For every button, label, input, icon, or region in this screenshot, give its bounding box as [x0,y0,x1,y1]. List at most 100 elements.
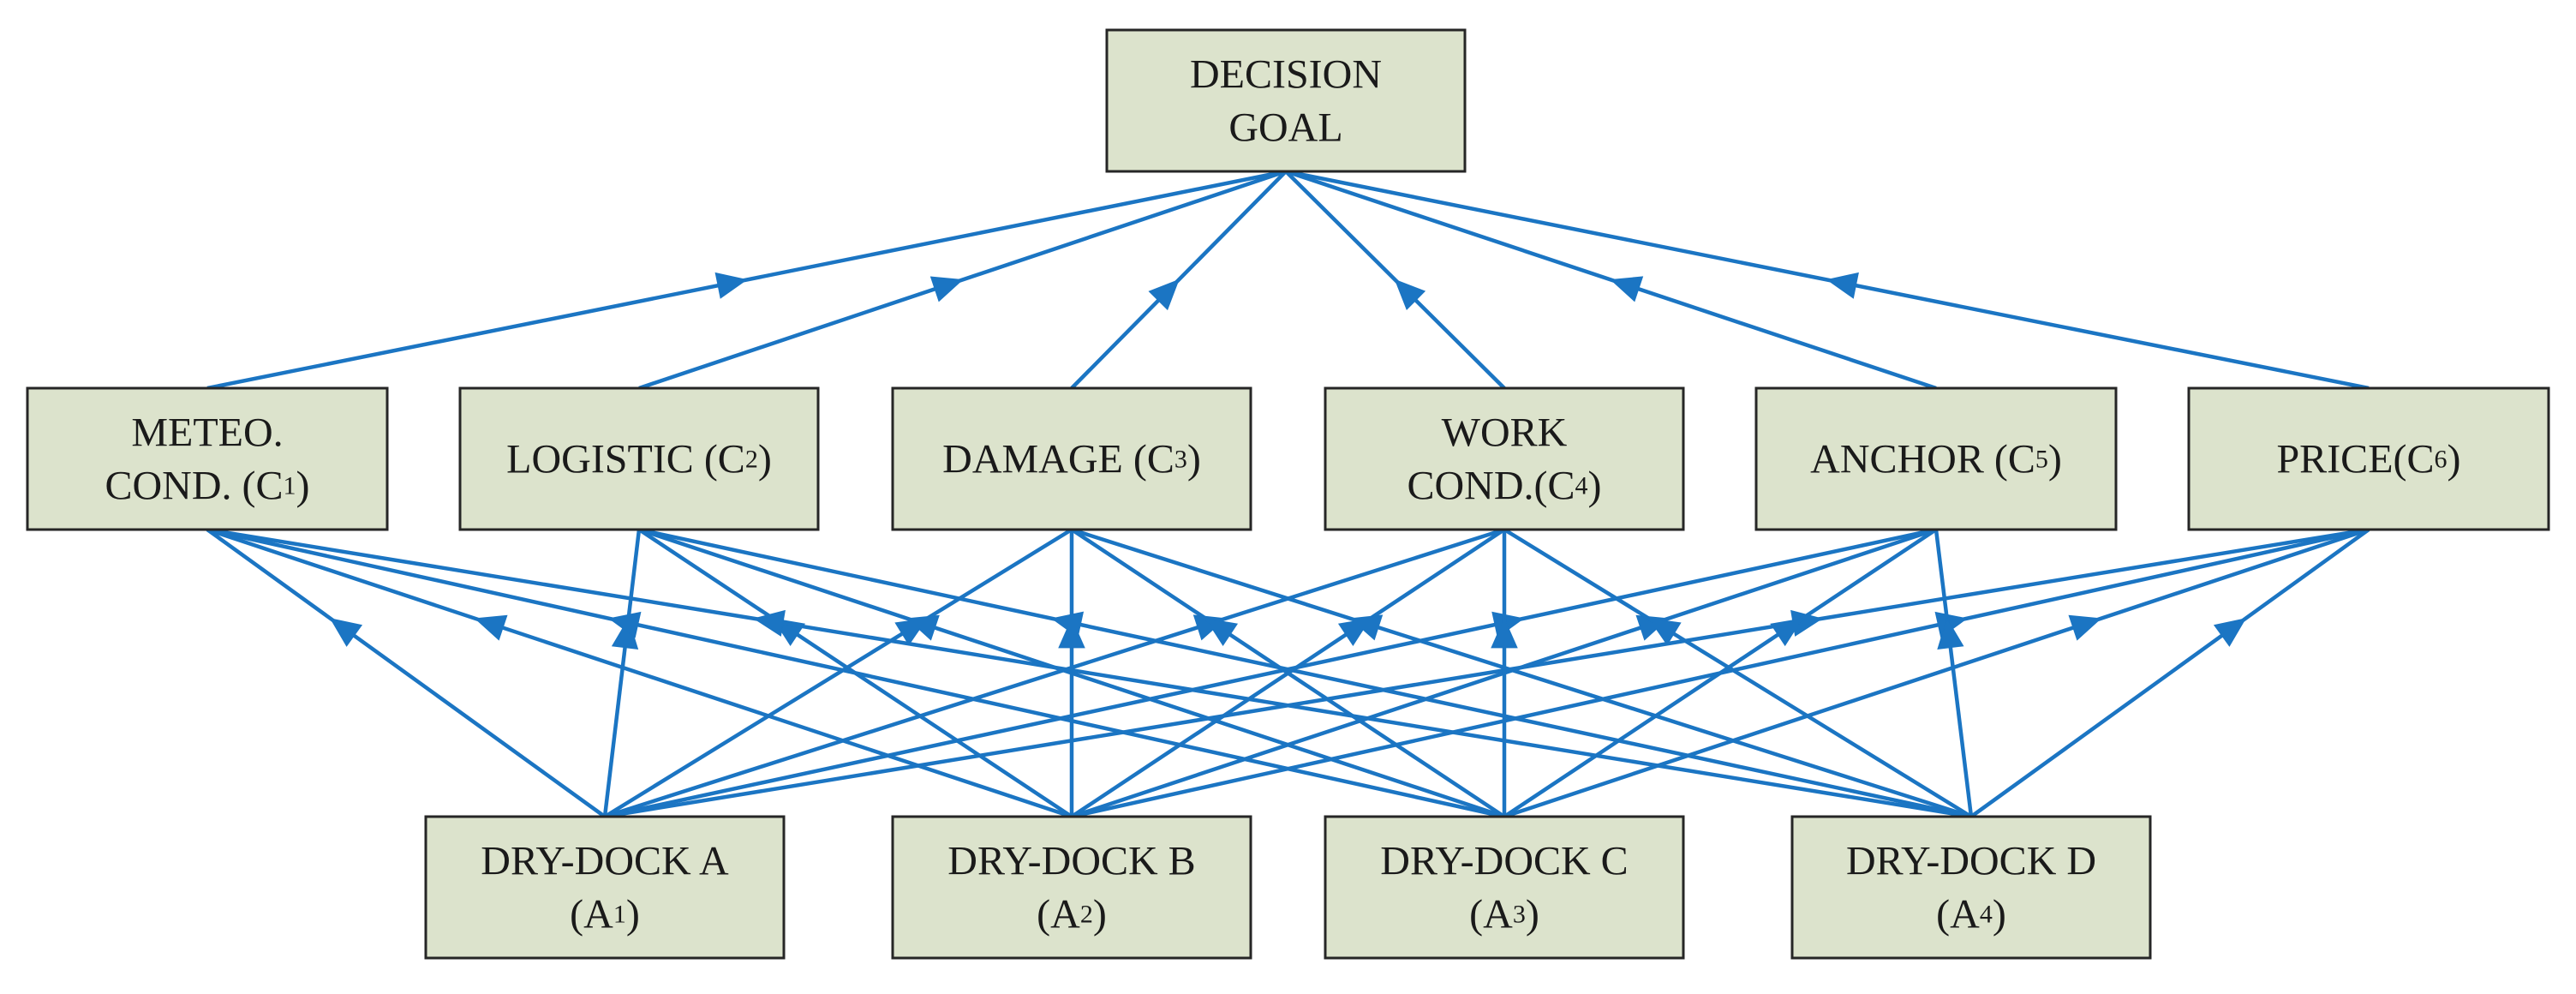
label-text: METEO. [131,410,283,455]
edge-a3-c5-arrowhead [1770,618,1803,647]
node-criterion-c2-label-line-1: LOGISTIC (C2) [506,436,772,482]
edge-a4-c1-arrowhead [753,609,786,637]
node-alternative-a4-box [1790,815,2152,960]
node-goal: DECISION GOAL [1105,28,1467,173]
edge-a2-c1-arrowhead [474,614,508,641]
label-text: ) [758,436,772,482]
label-subscript: 2 [745,445,758,473]
edge-a3-c3-line [1070,528,1506,818]
edges-layer [206,169,2370,819]
node-criterion-c1: METEO. COND. (C1) [26,386,389,531]
edge-a3-c6-line [1503,527,2370,819]
edge-a3-c2-arrowhead [905,614,940,641]
edge-a4-c5-line [1933,529,1974,817]
edge-a4-c1-line [206,527,1972,819]
label-text: DAMAGE (C [942,436,1174,482]
label-text: DRY-DOCK C [1380,838,1628,883]
label-text: (A [570,891,613,937]
label-text: COND. (C [105,463,284,508]
label-text: ) [2447,436,2461,482]
label-subscript: 3 [1513,900,1526,928]
edge-a3-c3-arrowhead [1204,618,1239,647]
label-text: DRY-DOCK D [1846,838,2096,883]
node-alternative-a2-label-line-2: (A2) [1037,891,1107,937]
label-subscript: 1 [284,471,296,500]
node-goal-label-line-2: GOAL [1228,105,1342,150]
edge-a4-c6-arrowhead [2213,618,2247,647]
label-text: DECISION [1190,51,1382,97]
label-subscript: 5 [2035,445,2048,473]
edge-c5-goal-arrowhead [1610,276,1644,302]
label-text: ) [2048,436,2062,482]
node-criterion-c6-box [2187,386,2550,531]
label-text: WORK [1442,410,1568,455]
label-text: GOAL [1228,105,1342,150]
label-text: (A [1469,891,1513,937]
node-criterion-c5-label-line-1: ANCHOR (C5) [1810,436,2062,482]
node-criterion-c6: PRICE(C6) [2187,386,2550,531]
node-criterion-c4-label-line-1: WORK [1442,410,1568,455]
label-subscript: 4 [1980,900,1993,928]
edge-a2-c1-line [206,527,1073,819]
label-text: ) [626,891,640,937]
node-criterion-c1-label-line-2: COND. (C1) [105,463,310,508]
edge-c1-goal-arrowhead [714,272,748,299]
node-alternative-a4-label-line-1: DRY-DOCK D [1846,838,2096,883]
edge-a4-c4-arrowhead [1647,618,1682,646]
node-criterion-c5: ANCHOR (C5) [1754,386,2118,531]
label-text: DRY-DOCK A [481,838,729,883]
label-text: ) [1526,891,1539,937]
node-alternative-a3: DRY-DOCK C (A3) [1324,815,1685,960]
node-criterion-c4: WORK COND.(C4) [1324,386,1685,531]
node-alternative-a3-label-line-1: DRY-DOCK C [1380,838,1628,883]
edge-c2-goal-arrowhead [929,276,964,302]
node-criterion-c2: LOGISTIC (C2) [458,386,820,531]
edge-c3-goal-arrowhead [1148,278,1180,311]
node-goal-box [1105,28,1467,173]
node-alternative-a1-label-line-1: DRY-DOCK A [481,838,729,883]
edge-a3-c1-line [206,527,1505,819]
edge-a4-c3-line [1071,527,1972,819]
node-criterion-c2-box [458,386,820,531]
edge-a4-c4-line [1503,528,1973,818]
node-criterion-c1-box [26,386,389,531]
edge-a4-c3-arrowhead [1349,614,1384,641]
label-subscript: 3 [1174,445,1187,473]
label-subscript: 1 [613,900,626,928]
node-criterion-c4-label-line-2: COND.(C4) [1408,463,1602,508]
label-text: DRY-DOCK B [947,838,1195,883]
node-criterion-c6-label-line-1: PRICE(C6) [2276,436,2460,482]
label-text: (A [1037,891,1080,937]
edge-a1-c1-arrowhead [329,618,363,647]
node-alternative-a1: DRY-DOCK A (A1) [424,815,786,960]
edge-a1-c3-line [603,528,1073,818]
label-text: ) [1187,436,1201,482]
edge-a3-c4-arrowhead [1491,617,1518,649]
node-criterion-c4-box [1324,386,1685,531]
label-text: PRICE(C [2276,436,2434,482]
node-criterion-c1-label-line-1: METEO. [131,410,283,455]
label-text: ) [1093,891,1107,937]
edge-a4-c5-arrowhead [1937,617,1964,650]
node-alternative-a2: DRY-DOCK B (A2) [891,815,1252,960]
edge-a4-c2-line [638,527,1972,819]
node-alternative-a1-box [424,815,786,960]
label-text: COND.(C [1408,463,1575,508]
node-criterion-c3-label-line-1: DAMAGE (C3) [942,436,1201,482]
node-alternative-a2-label-line-1: DRY-DOCK B [947,838,1195,883]
label-subscript: 4 [1575,471,1588,500]
label-text: ANCHOR (C [1810,436,2035,482]
edge-a3-c5-line [1503,528,1938,818]
edge-a1-c2-line [602,529,642,817]
node-goal-label-line-1: DECISION [1190,51,1382,97]
edge-a3-c2-line [638,527,1505,819]
edge-a1-c1-line [206,528,607,818]
label-text: ) [296,463,310,508]
edge-a4-c2-arrowhead [1050,611,1085,638]
label-text: ) [1588,463,1602,508]
edge-a3-c1-arrowhead [608,611,642,638]
label-subscript: 6 [2435,445,2447,473]
edge-a3-c6-arrowhead [2068,614,2102,641]
